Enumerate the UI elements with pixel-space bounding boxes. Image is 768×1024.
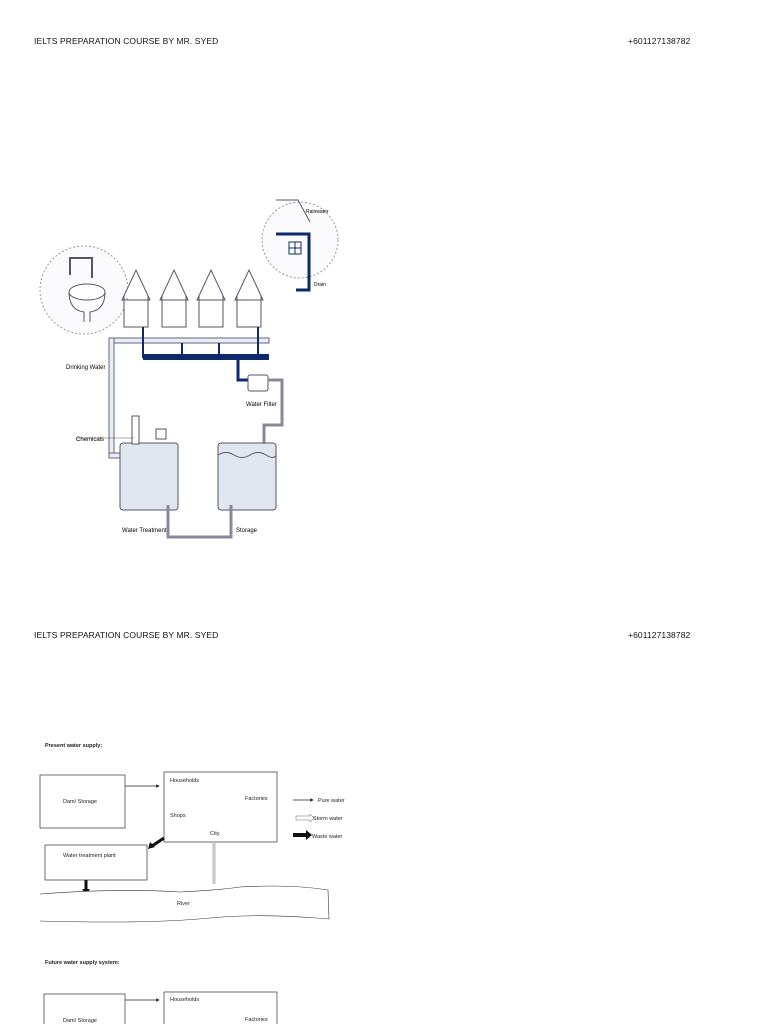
legend-pure-water: Pure water: [318, 798, 345, 804]
storage-tank: [217, 442, 277, 511]
dam-label: Dam/ Storage: [63, 799, 97, 805]
treatment-plant-box: [44, 844, 148, 881]
rainwater-label: Rainwater: [306, 209, 329, 215]
households-label: Households: [170, 778, 199, 784]
page-header-phone: +601127138782: [628, 630, 691, 640]
river: [39, 885, 330, 923]
river-label: River: [177, 901, 190, 907]
water-treatment-label: Water Treatment: [122, 528, 167, 534]
shops-label: Shops: [170, 813, 186, 819]
future-factories-label: Factories: [245, 1017, 268, 1023]
storage-label: Storage: [236, 528, 258, 534]
treatment-plant-label: Water treatment plant: [63, 853, 116, 859]
page-header-title: IELTS PREPARATION COURSE BY MR. SYED: [34, 630, 219, 640]
houses: [121, 268, 264, 328]
chemicals-label: Chemicals: [76, 437, 104, 443]
legend-waste-water: Waste water: [312, 834, 343, 840]
page-header-title: IELTS PREPARATION COURSE BY MR. SYED: [34, 36, 219, 46]
future-dam-label: Dam/ Storage: [63, 1018, 97, 1024]
future-households-label: Households: [170, 997, 199, 1003]
dam-box: [39, 774, 126, 829]
page-header-phone: +601127138782: [628, 36, 691, 46]
legend-storm-water: Storm water: [313, 816, 343, 822]
drinking-water-label: Drinking Water: [66, 365, 105, 371]
water-treatment-tank: [119, 442, 179, 511]
city-label: City: [210, 831, 220, 837]
future-city-box: [163, 991, 278, 1024]
future-dam-box: [43, 993, 126, 1024]
present-title: Present water supply:: [45, 743, 102, 749]
future-title: Future water supply system:: [45, 960, 120, 966]
water-filter: [247, 374, 269, 392]
factories-label: Factories: [245, 796, 268, 802]
city-box: [163, 771, 278, 843]
water-filter-label: Water Filter: [246, 402, 277, 408]
rainwater-callout: [261, 201, 339, 279]
drain-label: Drain: [314, 282, 326, 288]
